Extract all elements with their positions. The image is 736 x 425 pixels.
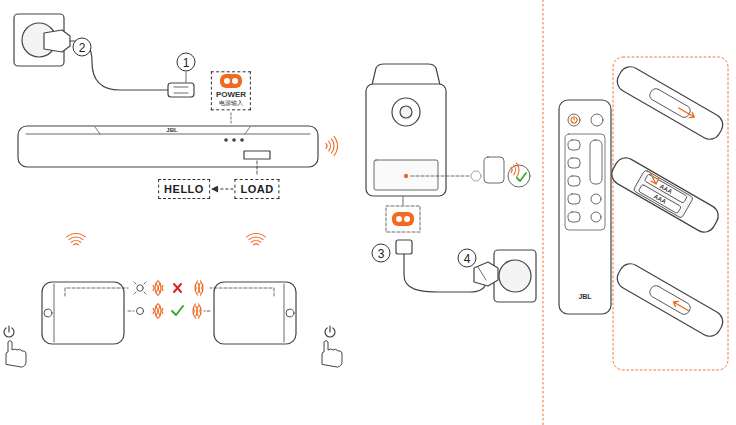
sound-wave (326, 143, 328, 148)
node-text: 3 (378, 247, 385, 259)
sound-wave (200, 281, 203, 295)
sound-wave (249, 237, 263, 240)
sound-wave (251, 240, 261, 242)
sound-wave (331, 139, 334, 153)
right-surround-speaker (214, 282, 296, 344)
sound-wave (201, 285, 203, 290)
power-port-icon (392, 212, 414, 226)
node-text: 1 (183, 56, 190, 68)
power-plug (474, 262, 498, 286)
battery-type: AAA (659, 183, 673, 195)
power-cable (70, 41, 168, 90)
sound-wave (155, 281, 158, 295)
display-message-box: HELLO (158, 179, 210, 199)
soundbar (18, 126, 318, 167)
display-window (244, 151, 270, 159)
sound-wave (159, 306, 161, 316)
sound-wave (161, 308, 163, 313)
power-symbol (325, 326, 335, 337)
left-surround-speaker (42, 282, 124, 344)
sound-wave (153, 308, 155, 313)
sound-wave (153, 285, 155, 290)
sound-wave (198, 283, 200, 293)
sound-wave (155, 304, 158, 318)
power-plug (44, 30, 70, 52)
sound-wave (71, 241, 81, 243)
success-check (172, 306, 183, 315)
remote-back-closing (613, 260, 726, 341)
remote-back-closed (613, 63, 726, 144)
sound-wave (516, 163, 519, 177)
sound-wave (69, 237, 83, 240)
battery-type: AAA (653, 193, 667, 205)
steady-light-symbol (137, 308, 144, 315)
sound-wave (193, 304, 196, 318)
power-symbol (571, 116, 577, 123)
power-port-icon (220, 74, 242, 88)
display-message-box: LOAD (234, 179, 279, 199)
pressing-hand (6, 341, 26, 368)
cable-connector (168, 83, 194, 97)
node-text: 4 (464, 252, 471, 264)
sound-wave (158, 281, 161, 295)
node-text: 2 (79, 41, 86, 53)
sound-wave (511, 167, 513, 172)
remote-back-open (608, 154, 722, 236)
dashed-arrow (212, 189, 234, 190)
power-symbol (4, 326, 14, 337)
node-text: POWER (216, 91, 246, 100)
power-port-label: POWER电源输入 (211, 71, 251, 110)
sound-wave (73, 243, 78, 245)
sound-wave (199, 308, 201, 313)
power-port-frame (386, 206, 420, 232)
brand-logo: JBL (578, 293, 591, 300)
callout-number: 3 (372, 244, 391, 263)
subwoofer-top (372, 64, 440, 85)
fail-cross (174, 284, 181, 292)
cable-connector (396, 240, 412, 254)
sound-wave (329, 141, 331, 151)
callout-number: 4 (458, 249, 477, 268)
pressing-hand (322, 341, 342, 368)
node-text: 电源输入 (216, 100, 246, 107)
brand-logo: JBL (166, 127, 177, 133)
sound-wave (334, 137, 337, 156)
subwoofer (366, 84, 446, 196)
node-text: HELLO (164, 183, 204, 195)
callout-number: 1 (177, 53, 196, 72)
wall-socket (494, 250, 536, 302)
node-text: LOAD (240, 183, 273, 195)
sound-wave (67, 233, 86, 236)
sound-wave (247, 233, 266, 236)
sound-wave (159, 283, 161, 293)
blinking-light-symbol (134, 282, 146, 294)
leader-line (186, 72, 187, 82)
sound-wave (196, 306, 198, 316)
sound-wave (514, 165, 516, 175)
sound-wave (158, 304, 161, 318)
pairing-led (404, 174, 408, 178)
sound-wave (253, 243, 258, 245)
sound-wave (161, 285, 163, 290)
callout-number: 2 (73, 38, 92, 57)
sound-wave (198, 304, 201, 318)
remote-control (559, 100, 611, 314)
sound-wave (195, 281, 198, 295)
sound-wave (199, 283, 201, 293)
sound-wave (197, 306, 199, 316)
